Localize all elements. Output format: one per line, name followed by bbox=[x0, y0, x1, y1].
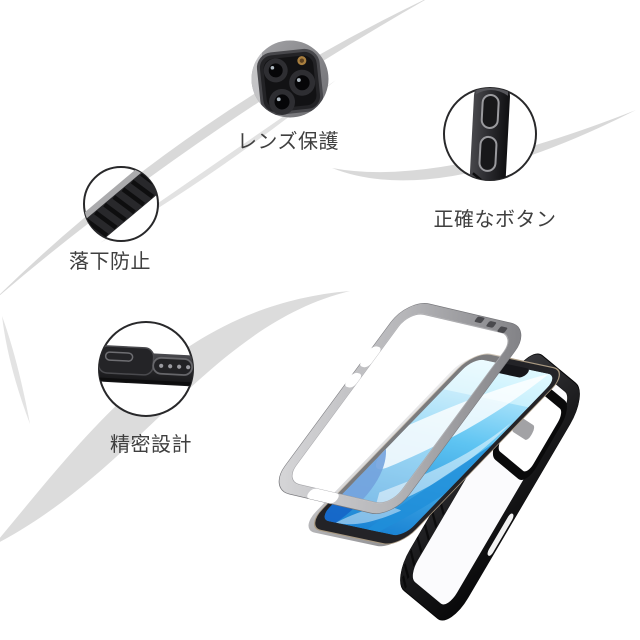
label-drop-prevention: 落下防止 bbox=[69, 251, 151, 273]
bottom-ports-icon bbox=[99, 345, 193, 387]
front-cover bbox=[278, 303, 522, 514]
camera-module-icon bbox=[256, 48, 324, 116]
side-buttons-icon bbox=[469, 88, 510, 180]
lens-protection-callout-circle bbox=[251, 40, 329, 118]
clear-screen-window bbox=[291, 313, 509, 504]
label-accurate-buttons: 正確なボタン bbox=[433, 209, 557, 231]
label-lens-protection: レンズ保護 bbox=[236, 131, 340, 153]
phone-notch bbox=[496, 363, 529, 378]
accurate-buttons-callout-circle bbox=[443, 87, 537, 181]
label-precision-design: 精密設計 bbox=[110, 434, 192, 456]
cover-button-slots bbox=[307, 346, 381, 504]
precision-design-callout-circle bbox=[98, 321, 194, 417]
grip-texture bbox=[402, 498, 445, 590]
cover-clips bbox=[474, 316, 508, 333]
